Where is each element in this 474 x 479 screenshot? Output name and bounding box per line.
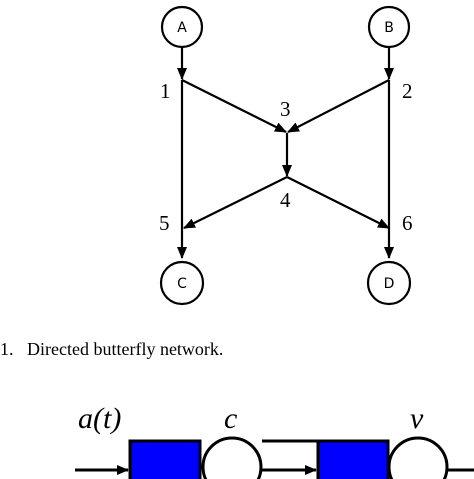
node-b-label: B (384, 20, 394, 36)
figure-caption: 1. Directed butterfly network. (0, 339, 223, 359)
queue-server-1 (201, 436, 263, 479)
queue-buffer-1 (128, 439, 202, 479)
input-rate-label: a(t) (78, 402, 121, 435)
capacity-label-v: v (410, 402, 424, 435)
queue-diagram: a(t) c v (75, 402, 474, 479)
node-c: C (159, 260, 205, 306)
node-d: D (366, 260, 412, 306)
edge-4-to-6 (286, 176, 390, 229)
node-a: A (160, 5, 204, 49)
junction-label-2: 2 (402, 79, 413, 103)
node-c-label: C (177, 276, 187, 292)
edge-1-to-3 (181, 79, 287, 133)
node-d-label: D (384, 276, 395, 292)
capacity-label-c: c (224, 402, 237, 435)
edge-4-to-5 (183, 176, 288, 229)
junction-label-4: 4 (280, 188, 291, 212)
butterfly-network: A B C D 1 2 3 4 5 6 (159, 5, 413, 306)
edge-2-to-3 (287, 79, 390, 133)
junction-label-1: 1 (160, 79, 171, 103)
node-a-label: A (177, 20, 187, 36)
queue-server-2 (387, 436, 449, 479)
node-b: B (367, 5, 411, 49)
junction-label-3: 3 (280, 97, 291, 121)
junction-label-6: 6 (402, 211, 413, 235)
queue-buffer-2 (316, 439, 390, 479)
junction-label-5: 5 (159, 211, 170, 235)
